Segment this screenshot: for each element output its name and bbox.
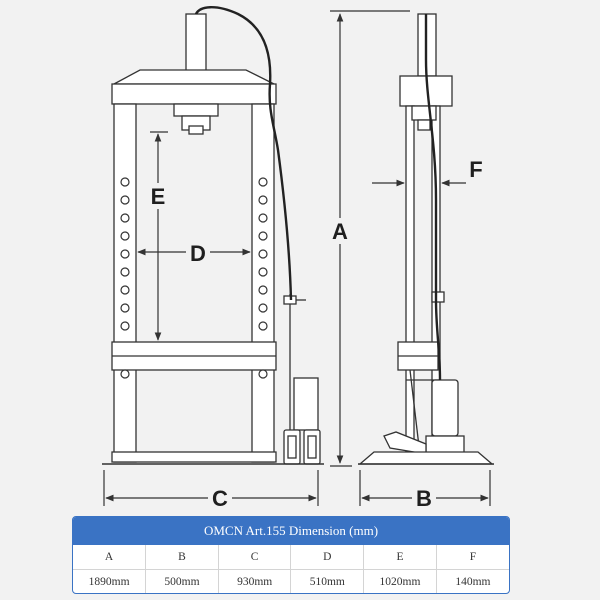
dimension-table-caption: OMCN Art.155 Dimension (mm) [73, 517, 509, 545]
value-cell-a: 1890mm [73, 569, 147, 593]
top-cylinder [185, 13, 207, 73]
header-cell-a: A [73, 545, 147, 570]
dim-label-c: C [212, 486, 228, 511]
press-head-hood [113, 69, 275, 85]
header-cell-d: D [290, 545, 365, 570]
side-post-front [405, 105, 415, 463]
pump-unit [293, 377, 319, 431]
right-post-holes [258, 177, 268, 379]
dimension-table-value-row: 1890mm 500mm 930mm 510mm 1020mm 140mm [73, 569, 509, 593]
ram-flange [173, 103, 219, 117]
dimension-table-header-row: A B C D E F [73, 545, 509, 570]
dim-label-d: D [190, 241, 206, 266]
dimension-labels: A E D C B F [147, 157, 483, 511]
value-cell-b: 500mm [145, 569, 219, 593]
side-pump-housing [431, 379, 459, 437]
value-cell-e: 1020mm [363, 569, 437, 593]
ram-tip [188, 125, 204, 135]
value-cell-d: 510mm [290, 569, 365, 593]
base-crossbar [111, 451, 277, 463]
side-hydraulic-hose [424, 14, 442, 381]
value-cell-c: 930mm [218, 569, 292, 593]
press-head-beam [111, 83, 277, 105]
value-cell-f: 140mm [455, 575, 491, 588]
pump-pedal-right [303, 429, 321, 465]
header-cell-c: C [218, 545, 292, 570]
dim-label-e: E [151, 184, 166, 209]
side-base-plate [358, 451, 494, 465]
dim-label-b: B [416, 486, 432, 511]
pump-pedal-left [283, 429, 301, 465]
front-view [102, 13, 324, 465]
side-ram [411, 105, 437, 121]
header-cell-f: F [436, 545, 509, 570]
dimension-table-grid: A B C D E F 1890mm 500mm 930mm 510mm 102… [73, 545, 509, 593]
dim-label-a: A [332, 219, 348, 244]
side-gauge-clamp [431, 291, 445, 303]
left-post [113, 103, 137, 463]
dimension-table: OMCN Art.155 Dimension (mm) A B C D E F … [72, 516, 510, 594]
front-hydraulic-hose [194, 6, 293, 301]
right-post [251, 103, 275, 463]
left-post-holes [120, 177, 130, 379]
dim-label-f: F [469, 157, 482, 182]
side-pedal [383, 431, 427, 455]
header-cell-b: B [145, 545, 219, 570]
header-cell-e: E [363, 545, 437, 570]
